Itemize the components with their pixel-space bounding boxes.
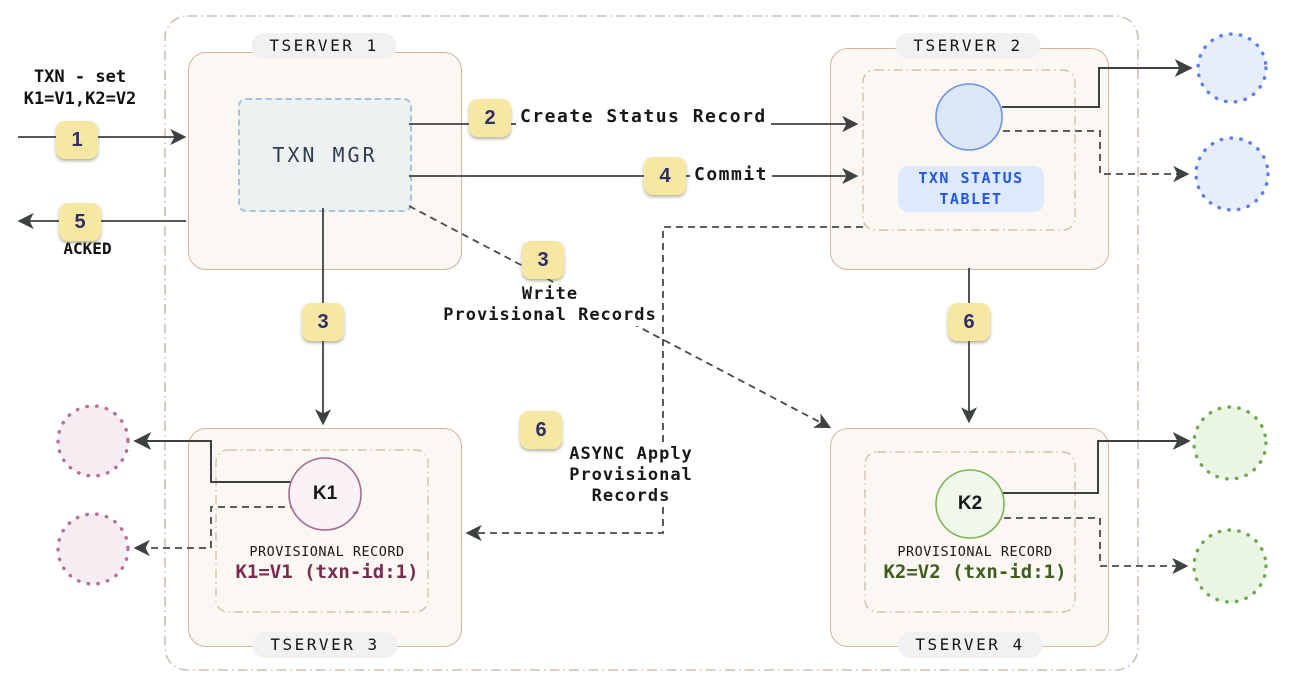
txn-status-line2: TABLET — [939, 190, 1003, 208]
k2-replica2-dashed-arrow — [1004, 517, 1189, 575]
tserver4-tablet-region — [864, 451, 1076, 613]
create-status-record-label: Create Status Record — [516, 106, 771, 127]
write-provisional-line1: Write — [521, 284, 579, 304]
txn-status-line1: TXN STATUS — [918, 169, 1024, 187]
txn-mgr-label: TXN MGR — [272, 143, 378, 167]
commit-label: Commit — [690, 164, 773, 185]
k2-replica2-circle — [1192, 528, 1268, 604]
k1-record-title: PROVISIONAL RECORD — [249, 544, 405, 560]
k1-record-value: K1=V1 (txn-id:1) — [235, 561, 419, 583]
tserver2-tablet-region — [862, 69, 1076, 231]
k2-replica1-circle — [1192, 405, 1268, 481]
status-replica2-dashed-arrow — [1003, 130, 1190, 183]
write-provisional-label: Write Provisional Records — [440, 284, 660, 326]
cluster-border — [164, 15, 1139, 671]
k1-replica1-arrow — [133, 432, 291, 483]
async-apply-line2: Provisional Records — [569, 465, 693, 506]
async-apply-dashed-arrow — [465, 226, 863, 542]
k1-replica2-circle — [56, 512, 130, 586]
tserver2-title: TSERVER 2 — [895, 33, 1041, 59]
k1-replica1-circle — [56, 404, 130, 478]
step-3-down-badge: 3 — [302, 303, 344, 341]
write-provisional-line2: Provisional Records — [443, 305, 657, 325]
txn-request-label: TXN - set K1=V1,K2=V2 — [10, 66, 150, 110]
k1-label: K1 — [312, 483, 338, 504]
tserver3-tablet-region — [215, 449, 429, 613]
txn-request-line1: TXN - set — [33, 67, 127, 87]
status-replica1-circle — [1196, 32, 1268, 104]
status-replica2-circle — [1194, 136, 1270, 212]
k2-tablet-circle — [935, 469, 1005, 539]
step-6-async-badge: 6 — [520, 411, 562, 449]
step-5-badge: 5 — [59, 203, 101, 241]
txn-status-tablet-label: TXN STATUS TABLET — [898, 166, 1044, 212]
tserver1-title: TSERVER 1 — [251, 33, 397, 59]
step-6-down-badge: 6 — [948, 303, 990, 341]
tserver4-title: TSERVER 4 — [897, 632, 1043, 658]
acked-label: ACKED — [63, 239, 112, 258]
k1-tablet-circle — [288, 457, 362, 531]
tserver3-title: TSERVER 3 — [252, 632, 398, 658]
step-1-badge: 1 — [56, 121, 98, 159]
async-apply-label: ASYNC Apply Provisional Records — [525, 444, 737, 507]
k2-record-title: PROVISIONAL RECORD — [897, 544, 1053, 560]
txn-status-tablet-circle — [935, 83, 1003, 151]
k2-replica1-arrow — [1003, 432, 1191, 494]
k1-replica2-dashed-arrow — [133, 506, 309, 557]
step-4-badge: 4 — [644, 157, 686, 195]
status-replica1-arrow — [1002, 59, 1193, 108]
txn-mgr-box: TXN MGR — [238, 98, 412, 212]
step-2-badge: 2 — [469, 99, 511, 137]
txn-request-line2: K1=V1,K2=V2 — [23, 89, 137, 109]
k2-record-value: K2=V2 (txn-id:1) — [883, 561, 1067, 583]
step-3-write-badge: 3 — [522, 241, 564, 279]
k2-label: K2 — [957, 493, 983, 514]
async-apply-line1: ASYNC Apply — [569, 444, 693, 464]
